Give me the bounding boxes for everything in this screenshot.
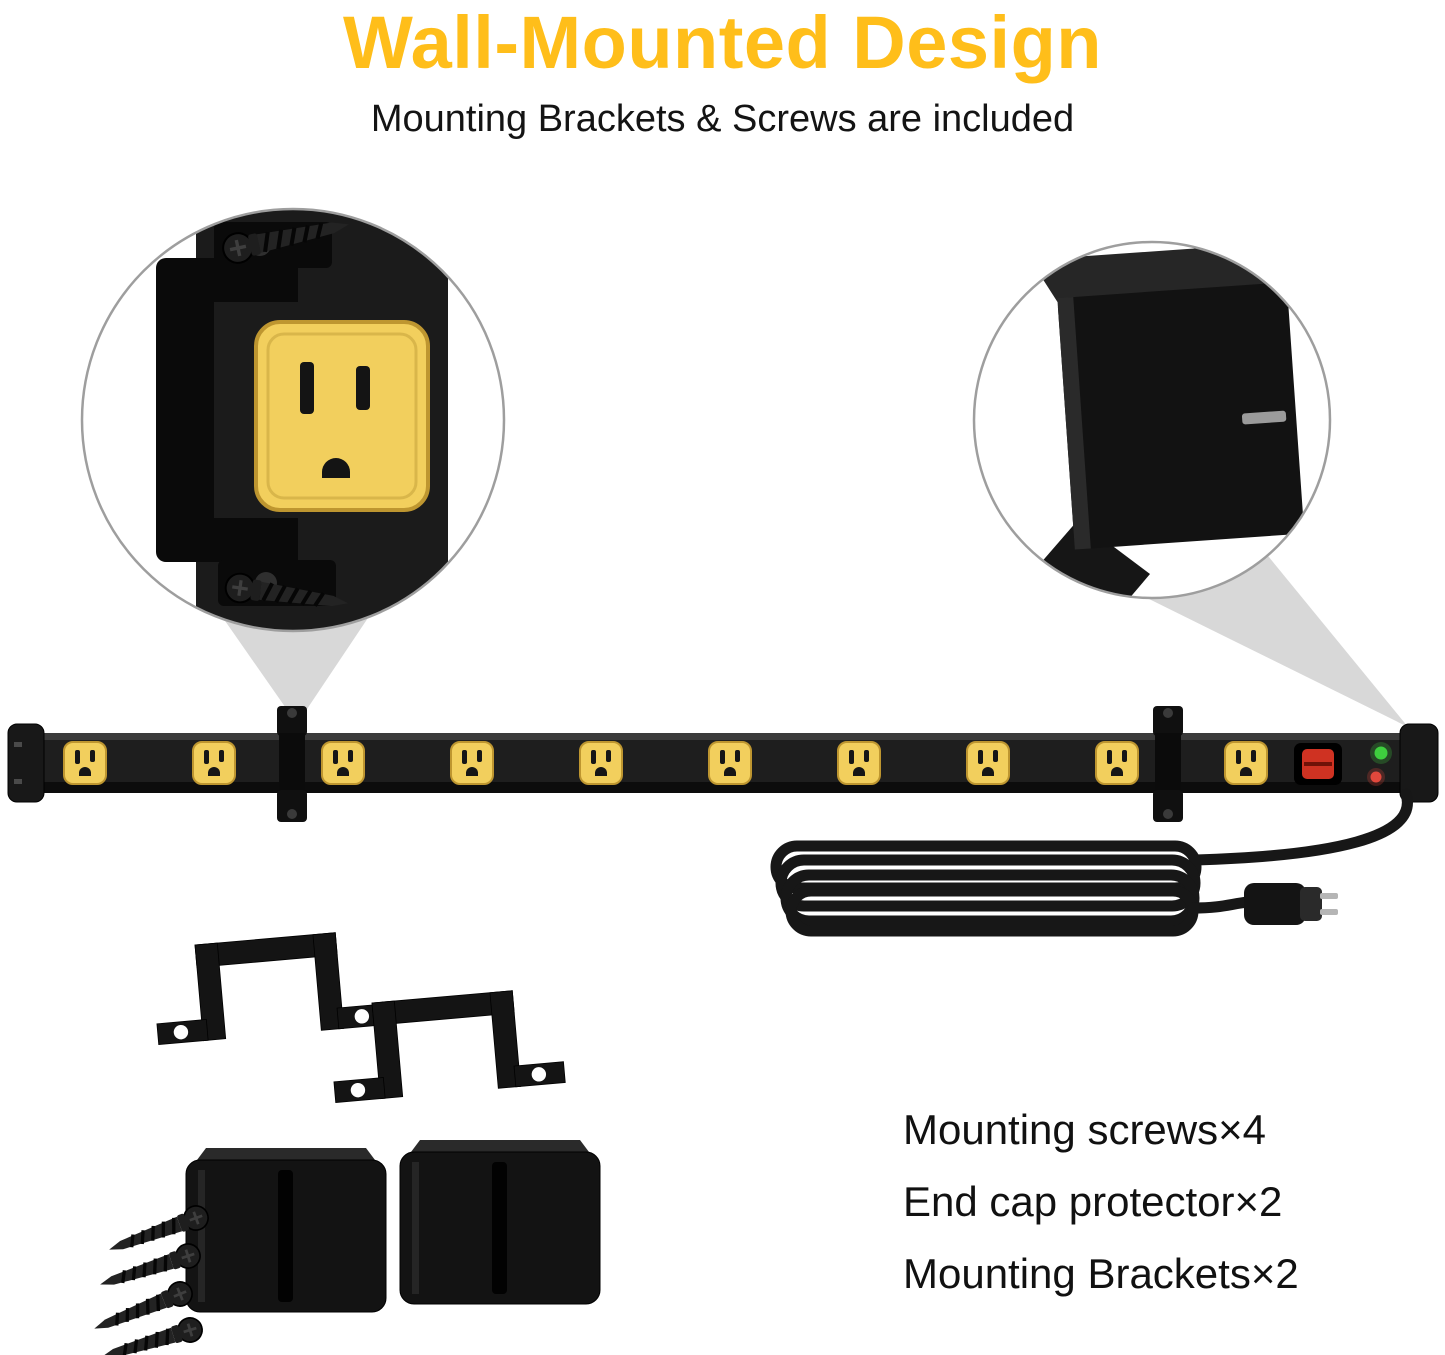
mount-clip-right xyxy=(1153,706,1183,822)
included-item-end-caps: End cap protector×2 xyxy=(903,1178,1283,1225)
mounting-bracket-1 xyxy=(149,928,389,1045)
power-cord xyxy=(770,788,1413,937)
hardware-kit xyxy=(88,928,601,1355)
included-items-list: Mounting screws×4 End cap protector×2 Mo… xyxy=(903,1094,1299,1310)
red-led xyxy=(1367,768,1385,786)
end-cap-closeup xyxy=(1030,243,1304,550)
outlet-closeup xyxy=(254,320,430,512)
power-strip xyxy=(7,706,1439,822)
outlet-4 xyxy=(450,741,494,785)
power-plug xyxy=(1244,883,1338,925)
end-cap-protector-1 xyxy=(185,1147,387,1313)
included-item-brackets: Mounting Brackets×2 xyxy=(903,1250,1299,1297)
right-magnifier-detail xyxy=(972,240,1332,600)
strip-end-cap-left xyxy=(7,723,45,803)
outlet-3 xyxy=(321,741,365,785)
outlet-1 xyxy=(63,741,107,785)
outlet-7 xyxy=(837,741,881,785)
left-magnifier-detail xyxy=(80,207,506,633)
outlet-10 xyxy=(1224,741,1268,785)
page-title: Wall-Mounted Design xyxy=(342,1,1103,84)
mount-clip-left xyxy=(277,706,307,822)
end-cap-protector-2 xyxy=(399,1139,601,1305)
included-item-screws: Mounting screws×4 xyxy=(903,1106,1267,1153)
outlet-2 xyxy=(192,741,236,785)
green-led xyxy=(1370,742,1392,764)
outlet-9 xyxy=(1095,741,1139,785)
mounting-bracket-closeup xyxy=(156,258,298,562)
outlet-6 xyxy=(708,741,752,785)
outlet-5 xyxy=(579,741,623,785)
mounting-bracket-2 xyxy=(326,986,566,1103)
page-subtitle: Mounting Brackets & Screws are included xyxy=(370,98,1075,140)
strip-end-cap-right xyxy=(1399,723,1439,803)
power-switch xyxy=(1294,743,1342,785)
outlet-8 xyxy=(966,741,1010,785)
